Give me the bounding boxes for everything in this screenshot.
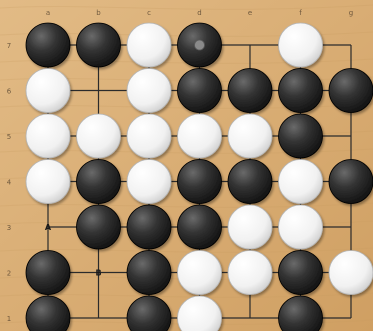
row-label: 4 (7, 179, 12, 187)
black-stone-body (127, 251, 171, 295)
white-stone-body (127, 23, 171, 67)
white-stone-body (228, 251, 272, 295)
black-stone[interactable] (77, 23, 121, 67)
black-stone-body (329, 160, 373, 204)
white-stone-body (26, 69, 70, 113)
black-stone[interactable] (329, 160, 373, 204)
black-stone-body (279, 251, 323, 295)
black-stone-body (77, 205, 121, 249)
white-stone-body (228, 205, 272, 249)
white-stone[interactable] (279, 205, 323, 249)
row-label: 2 (7, 270, 11, 278)
column-label: a (46, 9, 50, 17)
white-stone-body (178, 251, 222, 295)
white-stone-body (26, 114, 70, 158)
column-label: c (147, 9, 151, 17)
black-stone[interactable] (26, 251, 70, 295)
black-stone[interactable] (228, 160, 272, 204)
white-stone-body (127, 160, 171, 204)
white-stone[interactable] (26, 69, 70, 113)
white-stone-body (279, 23, 323, 67)
row-label: 1 (7, 315, 11, 323)
point-marker-b: B (95, 269, 101, 278)
column-label: d (197, 9, 201, 17)
white-stone-body (127, 114, 171, 158)
black-stone[interactable] (127, 205, 171, 249)
white-stone[interactable] (26, 114, 70, 158)
white-stone-body (279, 205, 323, 249)
black-stone-body (77, 23, 121, 67)
row-label: 5 (7, 133, 11, 141)
white-stone[interactable] (279, 23, 323, 67)
black-stone[interactable] (26, 23, 70, 67)
black-stone-body (77, 160, 121, 204)
white-stone-body (127, 69, 171, 113)
black-stone-body (178, 160, 222, 204)
black-stone[interactable] (279, 69, 323, 113)
black-stone[interactable] (178, 69, 222, 113)
white-stone[interactable] (127, 69, 171, 113)
white-stone-body (329, 251, 373, 295)
column-label: g (349, 9, 353, 17)
white-stone[interactable] (127, 23, 171, 67)
black-stone-body (279, 69, 323, 113)
black-stone[interactable] (178, 205, 222, 249)
black-stone-body (279, 114, 323, 158)
black-stone[interactable] (279, 251, 323, 295)
black-stone[interactable] (77, 160, 121, 204)
black-stone[interactable] (127, 251, 171, 295)
black-stone-body (26, 251, 70, 295)
white-stone[interactable] (329, 251, 373, 295)
white-stone-body (279, 160, 323, 204)
black-stone[interactable] (77, 205, 121, 249)
black-stone[interactable] (279, 114, 323, 158)
white-stone[interactable] (26, 160, 70, 204)
black-stone-body (26, 23, 70, 67)
black-stone-body (178, 69, 222, 113)
point-marker-a: A (45, 223, 52, 232)
white-stone-body (178, 114, 222, 158)
black-stone[interactable] (178, 160, 222, 204)
white-stone-body (77, 114, 121, 158)
white-stone[interactable] (279, 160, 323, 204)
row-label: 3 (7, 224, 11, 232)
black-stone-body (228, 69, 272, 113)
black-stone[interactable] (228, 69, 272, 113)
column-label: e (248, 9, 252, 17)
row-label: 6 (7, 88, 12, 96)
white-stone[interactable] (228, 205, 272, 249)
white-stone[interactable] (77, 114, 121, 158)
last-move-marker (195, 40, 205, 50)
white-stone[interactable] (178, 114, 222, 158)
black-stone-body (178, 205, 222, 249)
white-stone-body (228, 114, 272, 158)
white-stone[interactable] (228, 251, 272, 295)
white-stone[interactable] (127, 114, 171, 158)
white-stone[interactable] (127, 160, 171, 204)
white-stone[interactable] (228, 114, 272, 158)
white-stone[interactable] (178, 251, 222, 295)
black-stone-body (127, 205, 171, 249)
column-label: b (96, 9, 101, 17)
black-stone-body (228, 160, 272, 204)
white-stone-body (26, 160, 70, 204)
black-stone-body (329, 69, 373, 113)
row-label: 7 (7, 42, 11, 50)
black-stone[interactable] (329, 69, 373, 113)
